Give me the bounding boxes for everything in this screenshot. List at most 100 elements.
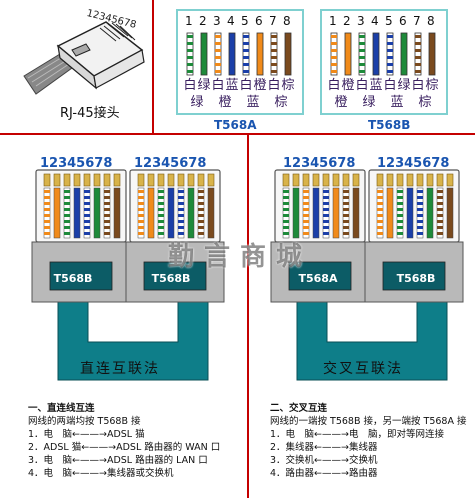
rj45-plug bbox=[125, 169, 225, 303]
wire-color bbox=[372, 32, 380, 76]
wire-stripe bbox=[359, 70, 365, 73]
t568b-pin: 4 bbox=[371, 14, 379, 28]
t568a-wire-name: 橙 bbox=[253, 78, 267, 93]
plug-a-pins: 12345678 bbox=[283, 156, 356, 171]
wire-stripe bbox=[359, 35, 365, 38]
wire-color bbox=[400, 32, 408, 76]
wire-color bbox=[284, 32, 292, 76]
wire-color bbox=[386, 32, 394, 76]
t568b-wire-name: 白 bbox=[383, 78, 397, 93]
t568b-pin: 6 bbox=[399, 14, 407, 28]
wire-stripe bbox=[359, 56, 365, 59]
wire-stripe bbox=[271, 70, 277, 73]
t568a-wire-name: 白 bbox=[211, 78, 225, 93]
t568b-wire-name: 蓝 bbox=[390, 95, 404, 110]
t568a-pin: 6 bbox=[255, 14, 263, 28]
contact-pin bbox=[302, 173, 310, 187]
contact-pin bbox=[63, 173, 71, 187]
wire-stripe bbox=[271, 35, 277, 38]
contact-pin bbox=[207, 173, 215, 187]
contact-pin bbox=[73, 173, 81, 187]
t568b-pin: 5 bbox=[385, 14, 393, 28]
contact-pin bbox=[187, 173, 195, 187]
t568b-pin: 7 bbox=[413, 14, 421, 28]
wire-stripe bbox=[243, 35, 249, 38]
legend-sub: 网线的两端均按 T568B 接 bbox=[28, 416, 141, 427]
contact-pin bbox=[406, 173, 414, 187]
wire-stripe bbox=[359, 49, 365, 52]
legend-heading: 二、交叉互连 bbox=[270, 403, 328, 414]
wire-color bbox=[344, 32, 352, 76]
rj45-plug bbox=[270, 169, 370, 303]
wire-stripe bbox=[331, 56, 337, 59]
wire-stripe bbox=[187, 63, 193, 66]
t568a-wire-name: 绿 bbox=[190, 95, 204, 110]
t568a-pin: 8 bbox=[283, 14, 291, 28]
contact-pin bbox=[167, 173, 175, 187]
wire-stripe bbox=[271, 42, 277, 45]
contact-pin bbox=[342, 173, 350, 187]
wire-stripe bbox=[415, 35, 421, 38]
plug-a-pins: 12345678 bbox=[40, 156, 113, 171]
wire-stripe bbox=[387, 63, 393, 66]
straight-method-label: 直连互联法 bbox=[80, 361, 160, 377]
legend-item: 3．电 脑←——→ADSL 路由器的 LAN 口 bbox=[28, 455, 208, 466]
t568a-wire-name: 棕 bbox=[281, 78, 295, 93]
wire-stripe bbox=[215, 42, 221, 45]
wire-stripe bbox=[215, 63, 221, 66]
t568a-wire-name: 白 bbox=[183, 78, 197, 93]
t568b-pin: 8 bbox=[427, 14, 435, 28]
contact-pin bbox=[376, 173, 384, 187]
wire-stripe bbox=[331, 42, 337, 45]
t568b-title: T568B bbox=[368, 118, 411, 132]
contact-pin bbox=[93, 173, 101, 187]
t568a-pin: 4 bbox=[227, 14, 235, 28]
legend-sub: 网线的一端按 T568B 接，另一端按 T568A 接 bbox=[270, 416, 467, 427]
t568a-pin: 7 bbox=[269, 14, 277, 28]
contact-pin bbox=[197, 173, 205, 187]
wire-stripe bbox=[243, 63, 249, 66]
wire-stripe bbox=[187, 49, 193, 52]
wire-stripe bbox=[187, 70, 193, 73]
contact-pin bbox=[53, 173, 61, 187]
legend-item: 2．ADSL 猫←——→ADSL 路由器的 WAN 口 bbox=[28, 442, 221, 453]
wire-stripe bbox=[415, 70, 421, 73]
wire-stripe bbox=[331, 49, 337, 52]
t568a-pin-row: 1 2 3 4 5 6 7 8 bbox=[178, 14, 302, 30]
wire-stripe bbox=[271, 56, 277, 59]
divider-vertical-top bbox=[152, 0, 154, 134]
t568b-wires bbox=[330, 32, 436, 76]
contact-pin bbox=[113, 173, 121, 187]
divider-horizontal bbox=[0, 133, 475, 135]
t568b-wire-name: 白 bbox=[411, 78, 425, 93]
t568a-panel: 1 2 3 4 5 6 7 8 白绿白蓝白橙白棕绿橙蓝棕 bbox=[176, 9, 304, 115]
contact-pin bbox=[322, 173, 330, 187]
rj45-plug bbox=[31, 169, 131, 303]
plug-b-label: T568B bbox=[151, 272, 191, 285]
wire-color bbox=[270, 32, 278, 76]
wire-stripe bbox=[215, 49, 221, 52]
wire-stripe bbox=[387, 42, 393, 45]
wire-stripe bbox=[415, 56, 421, 59]
plug-b-pins: 12345678 bbox=[134, 156, 207, 171]
t568b-wire-name: 蓝 bbox=[369, 78, 383, 93]
t568a-title: T568A bbox=[214, 118, 257, 132]
legend-item: 4．电 脑←——→集线器或交换机 bbox=[28, 468, 174, 479]
wire-color bbox=[414, 32, 422, 76]
wire-stripe bbox=[187, 42, 193, 45]
wire-color bbox=[256, 32, 264, 76]
wire-stripe bbox=[243, 42, 249, 45]
contact-pin bbox=[396, 173, 404, 187]
plug-b-pins: 12345678 bbox=[377, 156, 450, 171]
plug-a-label: T568A bbox=[298, 272, 338, 285]
contact-pin bbox=[177, 173, 185, 187]
wire-stripe bbox=[415, 49, 421, 52]
straight-legend: 一、直连线互连 网线的两端均按 T568B 接 1．电 脑←——→ADSL 猫 … bbox=[28, 402, 220, 480]
wire-stripe bbox=[387, 56, 393, 59]
t568a-pin: 5 bbox=[241, 14, 249, 28]
wire-stripe bbox=[331, 70, 337, 73]
rj45-plug bbox=[364, 169, 464, 303]
t568b-wire-name: 白 bbox=[327, 78, 341, 93]
t568b-pin-row: 1 2 3 4 5 6 7 8 bbox=[322, 14, 446, 30]
t568a-wire-name: 白 bbox=[267, 78, 281, 93]
